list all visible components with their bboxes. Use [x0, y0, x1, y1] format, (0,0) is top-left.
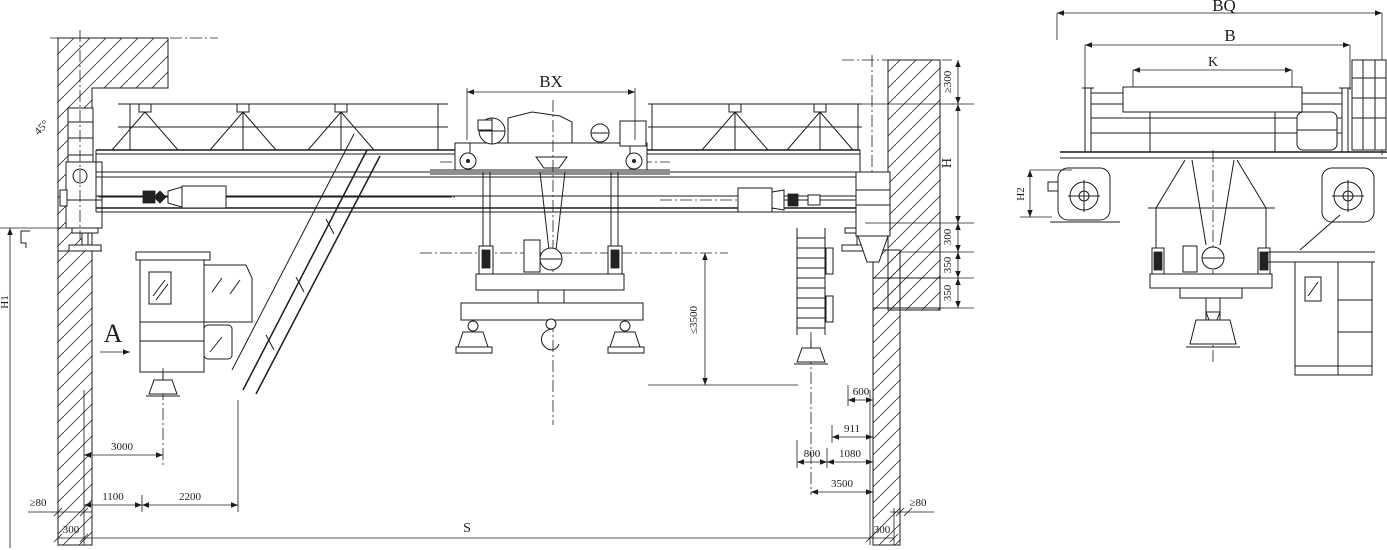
- dim-bottom-right: 600 911 800 1080 3500 ≥80: [796, 385, 934, 545]
- side-view: BQ B K: [1015, 0, 1387, 376]
- bridge-girder: [95, 149, 861, 213]
- dim-2200-label: 2200: [179, 491, 202, 503]
- side-spreader: [1148, 150, 1275, 362]
- dim-600-label: 600: [853, 386, 870, 398]
- dim-r350a-label: 350: [942, 256, 954, 273]
- dim-span-label: S: [463, 521, 471, 536]
- view-direction-label: A: [104, 319, 123, 348]
- dim-hook-travel: ≤3500: [648, 253, 798, 386]
- dim-r350b-label: 350: [942, 284, 954, 301]
- dim-h-label: H: [940, 158, 955, 168]
- dim-3000-label: 3000: [111, 441, 134, 453]
- dim-left-ge80-label: ≥80: [29, 497, 47, 509]
- dim-bottom-left: 3000 1100 2200 ≥80: [28, 390, 239, 545]
- dim-right-300-label: 300: [874, 524, 891, 536]
- dim-k-label: K: [1208, 55, 1218, 70]
- dim-hook-travel-label: ≤3500: [688, 305, 700, 334]
- dim-span-chain: 300 S 300: [53, 390, 899, 545]
- travel-drive-right: [660, 187, 860, 213]
- hatch-angle-label: 45°: [32, 118, 51, 137]
- side-wheels: [1047, 167, 1375, 223]
- dim-right-ge80-label: ≥80: [909, 497, 927, 509]
- dim-1100-label: 1100: [102, 491, 124, 503]
- dim-bq-label: BQ: [1212, 0, 1236, 15]
- dim-bx: BX: [466, 72, 636, 140]
- staircase: [231, 133, 381, 395]
- dim-bx-label: BX: [539, 72, 563, 91]
- operator-cab: A: [100, 251, 253, 466]
- side-trolley-frame: [1122, 86, 1303, 113]
- dim-ge300-label: ≥300: [942, 70, 954, 93]
- dim-h2: H2: [1015, 169, 1072, 218]
- dim-right-chain: ≥300 H 300 350 350: [862, 60, 974, 309]
- dim-b-label: B: [1224, 26, 1235, 45]
- dim-h1: H1: [0, 227, 68, 548]
- right-end-truck-and-ladder: [794, 55, 891, 495]
- dim-left-300-label: 300: [63, 524, 80, 536]
- dim-3500-label: 3500: [831, 478, 854, 490]
- dim-h1-label: H1: [0, 295, 11, 308]
- dim-911-label: 911: [844, 423, 860, 435]
- railing-brace: [111, 103, 854, 151]
- side-cab: [1268, 214, 1375, 376]
- dim-1080-label: 1080: [839, 448, 862, 460]
- travel-drive-left: [98, 185, 455, 209]
- dim-800-label: 800: [804, 448, 821, 460]
- walkway-railing: [111, 103, 862, 151]
- hoist-trolley: [430, 111, 670, 175]
- side-bridge: [1060, 59, 1387, 159]
- spreader-and-hooks: [420, 100, 728, 425]
- dim-h2-label: H2: [1015, 187, 1027, 200]
- dim-b: B: [1084, 26, 1351, 90]
- dim-r300-label: 300: [942, 228, 954, 245]
